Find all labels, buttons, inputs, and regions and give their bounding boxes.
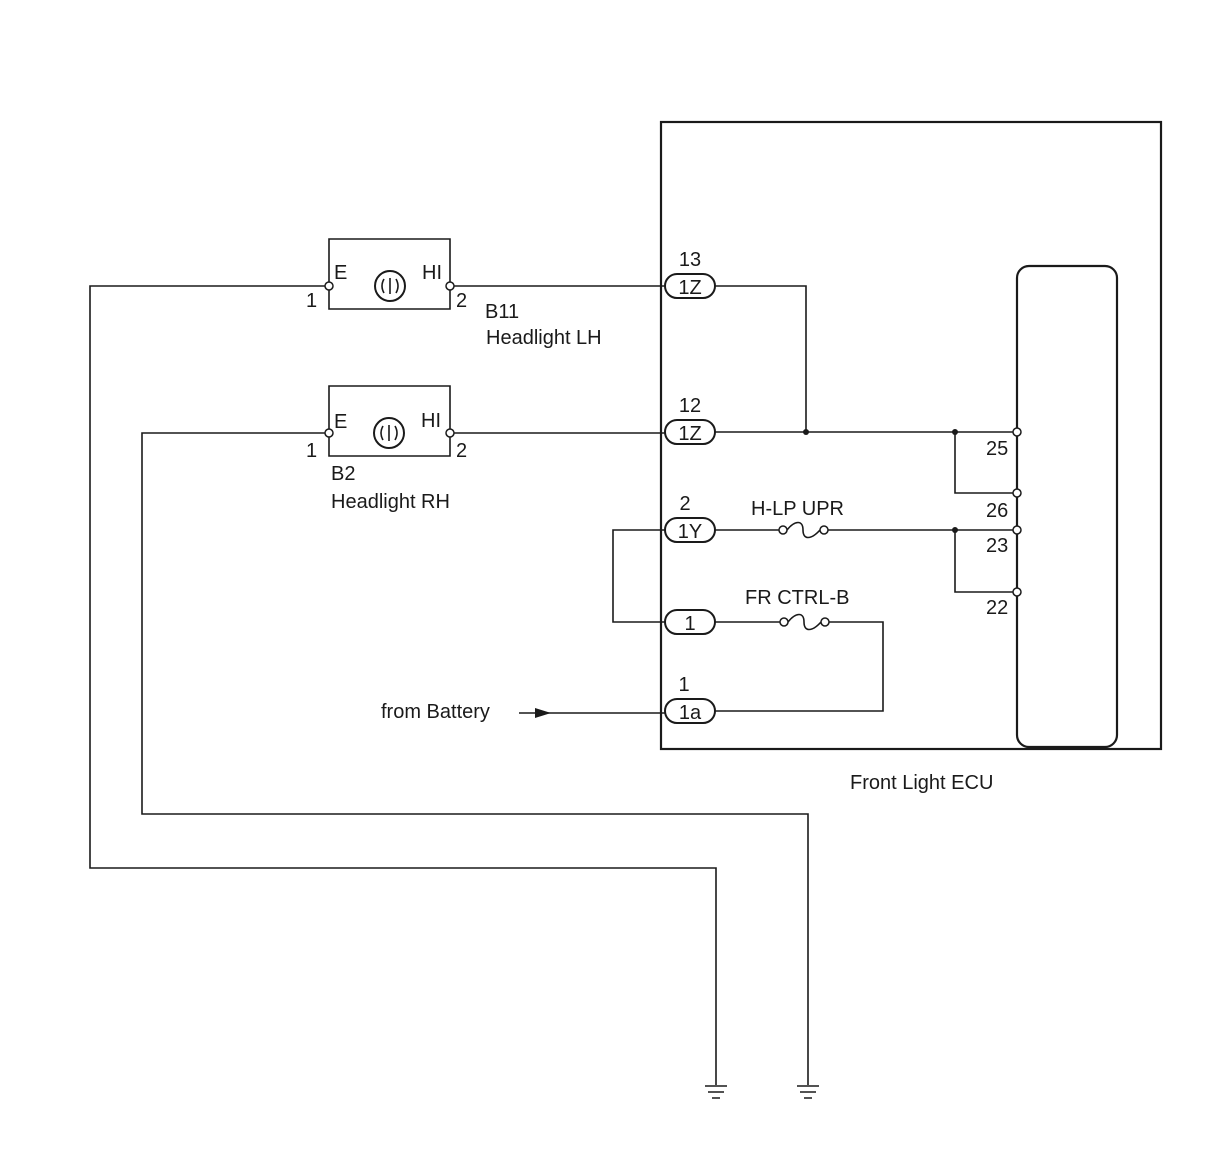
junction-dot [952, 527, 958, 533]
wire-rh-ground [141, 432, 809, 1085]
terminal-rh-1 [324, 428, 334, 438]
wire-25-26-bridge [954, 432, 1017, 494]
connector-label: 1Z [678, 423, 701, 445]
headlight-rh-pin-e: E [334, 411, 347, 433]
connector-label: 1Y [678, 521, 702, 543]
headlight-rh-pin-2: 2 [456, 440, 467, 462]
arrow-right-icon [535, 708, 551, 718]
filament-icon [380, 425, 398, 441]
wire-23-22-bridge [954, 530, 1017, 593]
fuse-fr-ctrl-b: FR CTRL-B [745, 587, 849, 631]
headlight-lh: E HI 1 2 B11 Headlight LH [306, 238, 602, 349]
ecu-terminal-26-label: 26 [986, 500, 1008, 522]
headlight-lh-pin-1: 1 [306, 290, 317, 312]
connector-pin: 1 [678, 674, 689, 696]
filament-icon [381, 278, 399, 294]
terminal-lh-1 [324, 281, 334, 291]
terminal-lh-2 [445, 281, 455, 291]
connector-pin: 13 [679, 249, 701, 271]
connector-label: 1Z [678, 277, 701, 299]
connector-1y-2: 1Y 2 [664, 493, 716, 543]
wire-lh-ground [89, 285, 717, 1085]
headlight-lh-code: B11 [485, 301, 519, 323]
terminal-rh-2 [445, 428, 455, 438]
ecu-name: Front Light ECU [850, 772, 993, 794]
connector-1: 1 [664, 609, 716, 635]
connector-label: 1 [684, 613, 695, 635]
connector-1a-1: 1a 1 [664, 674, 716, 724]
ecu-terminal-25-label: 25 [986, 438, 1008, 460]
battery-source-label: from Battery [381, 701, 490, 723]
headlight-lh-pin-2: 2 [456, 290, 467, 312]
junction-dot [952, 429, 958, 435]
ecu-terminal-26 [1012, 488, 1022, 498]
ecu-internal-block [1015, 264, 1119, 749]
ground-icon [797, 1085, 819, 1099]
ground-icon [705, 1085, 727, 1099]
wire-1y-1-jumper [612, 529, 665, 623]
connector-pin: 12 [679, 395, 701, 417]
connector-1z-12: 1Z 12 [664, 395, 716, 445]
ecu-enclosure [659, 120, 1163, 751]
wire-fuse-to-1a [715, 621, 884, 712]
ecu-terminal-23 [1012, 525, 1022, 535]
headlight-rh-pin-hi: HI [421, 410, 441, 432]
ecu-terminal-22 [1012, 587, 1022, 597]
ecu-terminal-25 [1012, 427, 1022, 437]
connector-1z-13: 1Z 13 [664, 249, 716, 299]
fuse-h-lp-upr: H-LP UPR [751, 498, 844, 539]
headlight-rh-pin-1: 1 [306, 440, 317, 462]
headlight-lh-pin-hi: HI [422, 262, 442, 284]
headlight-lh-pin-e: E [334, 262, 347, 284]
wire-1z13-internal [715, 285, 807, 432]
ecu-terminal-22-label: 22 [986, 597, 1008, 619]
headlight-rh-code: B2 [331, 463, 355, 485]
ecu-terminal-23-label: 23 [986, 535, 1008, 557]
fuse-h-lp-upr-label: H-LP UPR [751, 498, 844, 520]
fuse-fr-ctrl-b-label: FR CTRL-B [745, 587, 849, 609]
connector-pin: 2 [679, 493, 690, 515]
connector-label: 1a [679, 702, 702, 724]
headlight-lh-name: Headlight LH [486, 327, 602, 349]
headlight-rh: E HI 1 2 B2 Headlight RH [306, 385, 467, 513]
fuse-icon [786, 521, 821, 539]
fuse-icon [787, 613, 822, 631]
junction-dot [803, 429, 809, 435]
headlight-rh-name: Headlight RH [331, 491, 450, 513]
